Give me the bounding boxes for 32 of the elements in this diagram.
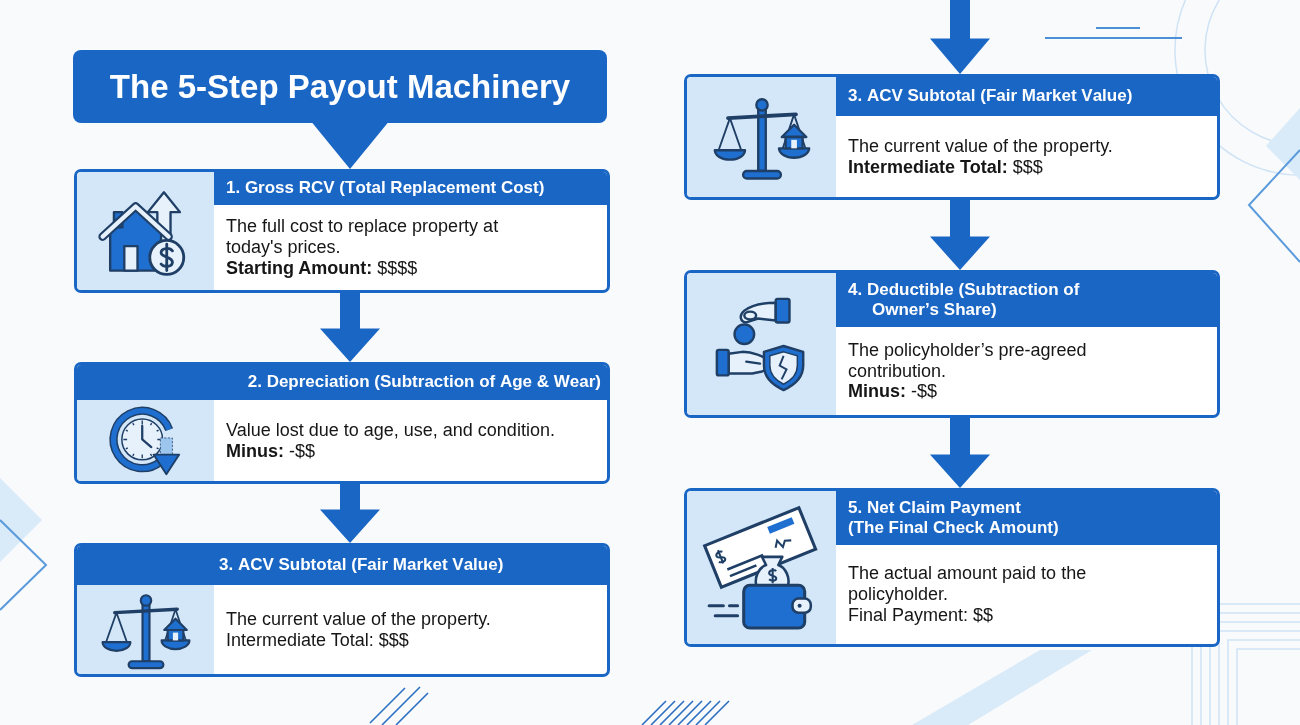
title-banner [73,50,607,123]
step-heading: 1. Gross RCV (Total Replacement Cost) [226,178,545,199]
step-card [684,74,1220,200]
amount-text: Intermediate Total: $$$ [848,156,1043,178]
step-heading: 2. Depreciation (Subtraction of Age & Wear) [247,372,601,393]
description-text: The actual amount paid to the policyholder. [848,563,1088,605]
description-text: The current value of the property. [848,135,1113,157]
amount-text: Intermediate Total: $$$ [226,629,409,651]
description-text: The full cost to replace property at today's prices. [226,216,500,258]
amount-text: Minus: -$$ [848,381,938,403]
block-arrow [930,200,990,270]
description-text: The policyholder’s pre-agreed contribution. [848,339,1088,382]
amount-text: Final Payment: $$ [848,604,994,626]
callout-pointer [312,122,388,170]
step-card [684,270,1220,418]
title-text: The 5-Step Payout Machinery [109,67,571,106]
step-card [74,169,610,293]
block-arrow [320,293,380,362]
amount-text: Starting Amount: $$$$ [226,257,418,279]
block-arrow [320,484,380,543]
block-arrow [930,418,990,488]
step-card [74,362,610,484]
step-heading: 3. ACV Subtotal (Fair Market Value) [848,86,1133,107]
description-text: Value lost due to age, use, and condition. [226,419,555,441]
step-card [684,488,1220,647]
step-heading: 5. Net Claim Payment (The Final Check Amount) [848,497,1060,539]
step-heading: 4. Deductible (Subtraction of Owner’s Share) [848,279,1081,321]
step-card [74,543,610,677]
description-text: The current value of the property. [226,608,491,630]
amount-text: Minus: -$$ [226,440,316,462]
step-heading: 3. ACV Subtotal (Fair Market Value) [219,555,504,576]
block-arrow [930,0,990,74]
